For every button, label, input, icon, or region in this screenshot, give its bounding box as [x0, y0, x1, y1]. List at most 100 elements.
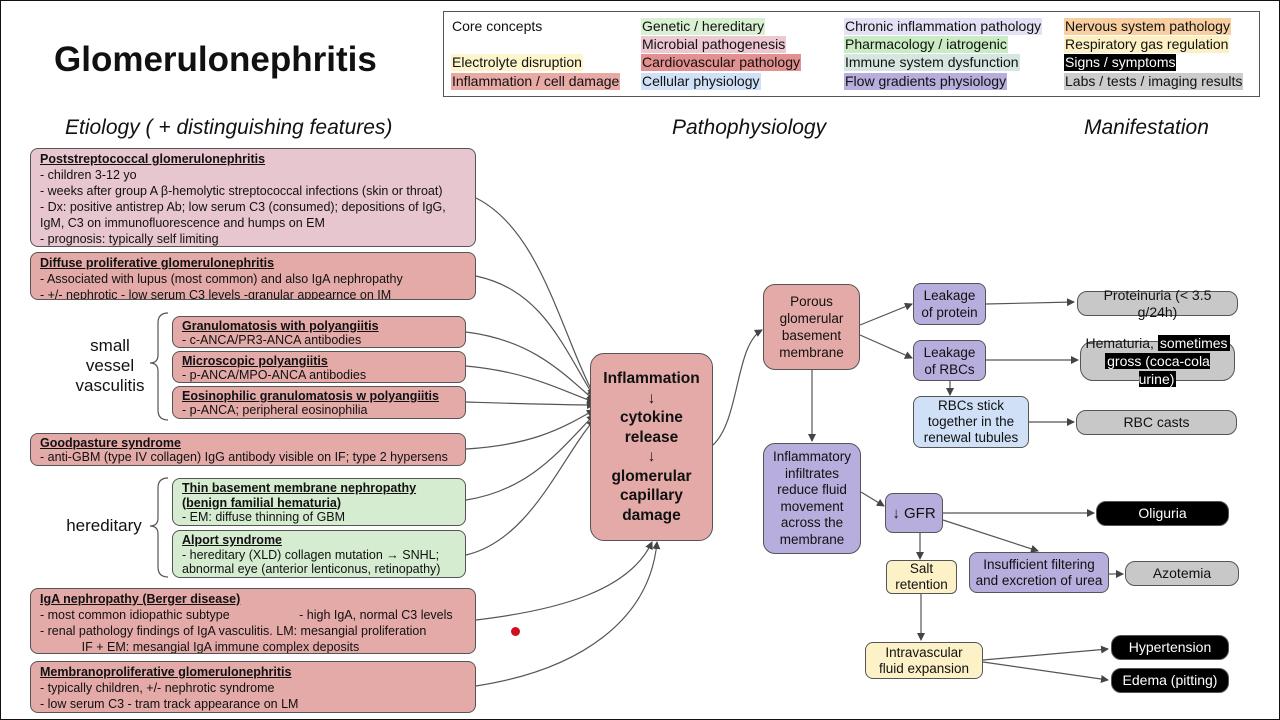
etiology-goodpasture: Goodpasture syndrome - anti-GBM (type IV…	[30, 433, 466, 466]
node-label: Porous glomerular basement membrane	[779, 294, 844, 360]
legend: Core concepts Genetic / hereditary Chron…	[443, 11, 1260, 97]
node-central-inflammation: Inflammation ↓ cytokine release ↓ glomer…	[590, 353, 713, 541]
symptom-label: Edema (pitting)	[1122, 672, 1218, 688]
etiology-name-alt: (benign familial hematuria)	[182, 495, 342, 510]
result-rbc-casts: RBC casts	[1076, 410, 1237, 435]
etiology-line: - prognosis: typically self limiting	[40, 232, 219, 246]
node-insufficient-filtering: Insufficient filtering and excretion of …	[969, 552, 1109, 593]
result-label: Proteinuria (< 3.5 g/24h)	[1103, 286, 1212, 320]
node-label: Leakage of protein	[921, 288, 978, 320]
etiology-line: - typically children, +/- nephrotic synd…	[40, 681, 275, 695]
node-porous-gbm: Porous glomerular basement membrane	[763, 284, 860, 370]
legend-item: Immune system dysfunction	[844, 54, 1020, 71]
node-inflammatory-infiltrates: Inflammatory infiltrates reduce fluid mo…	[763, 443, 861, 554]
node-leakage-protein: Leakage of protein	[913, 283, 986, 325]
page-title: Glomerulonephritis	[54, 40, 377, 79]
etiology-line: - low serum C3 - tram track appearance o…	[40, 697, 299, 711]
header-etiology: Etiology ( + distinguishing features)	[65, 116, 393, 139]
etiology-line: - most common idiopathic subtype - high …	[40, 608, 453, 622]
header-pathophysiology: Pathophysiology	[672, 116, 827, 139]
etiology-line: IgM, C3 on immunofluorescence and humps …	[40, 216, 325, 230]
result-label: RBC casts	[1123, 414, 1190, 430]
group-label-small-vessel: small vessel vasculitis	[75, 336, 145, 395]
legend-item: Cardiovascular pathology	[641, 54, 801, 71]
etiology-line: - children 3-12 yo	[40, 168, 137, 182]
result-proteinuria: Proteinuria (< 3.5 g/24h)	[1077, 287, 1238, 320]
group-label-hereditary: hereditary	[66, 516, 142, 535]
result-azotemia: Azotemia	[1125, 561, 1239, 586]
etiology-name: Goodpasture syndrome	[40, 436, 181, 450]
node-leakage-rbc: Leakage of RBCs	[913, 340, 986, 381]
etiology-name: Eosinophilic granulomatosis w polyangiit…	[182, 389, 439, 403]
etiology-line: - EM: diffuse thinning of GBM	[182, 510, 346, 524]
legend-item: Chronic inflammation pathology	[844, 18, 1043, 35]
symptom-label: Oliguria	[1138, 505, 1187, 521]
etiology-dpgn: Diffuse proliferative glomerulonephritis…	[30, 252, 476, 300]
legend-item: Cellular physiology	[641, 73, 761, 90]
symptom-oliguria: Oliguria	[1096, 501, 1229, 526]
node-intravascular-expansion: Intravascular fluid expansion	[865, 642, 983, 679]
legend-item: Nervous system pathology	[1064, 18, 1231, 35]
etiology-mpgn: Membranoproliferative glomerulonephritis…	[30, 661, 476, 713]
etiology-line: - Associated with lupus (most common) an…	[40, 272, 403, 286]
etiology-name: IgA nephropathy (Berger disease)	[40, 592, 241, 606]
etiology-name: Microscopic polyangiitis	[182, 354, 328, 368]
etiology-line: - anti-GBM (type IV collagen) IgG antibo…	[40, 450, 448, 464]
legend-item: Electrolyte disruption	[451, 54, 583, 71]
etiology-line: abnormal eye (anterior lenticonus, retin…	[182, 562, 441, 576]
legend-item: Core concepts	[452, 18, 543, 34]
node-label: ↓ GFR	[892, 504, 936, 522]
etiology-line: - renal pathology findings of IgA vascul…	[40, 624, 427, 638]
etiology-name: Membranoproliferative glomerulonephritis	[40, 665, 292, 679]
legend-item: Genetic / hereditary	[641, 18, 766, 35]
etiology-alport: Alport syndrome - hereditary (XLD) colla…	[172, 530, 466, 578]
result-label: Hematuria,	[1085, 335, 1154, 351]
etiology-iga: IgA nephropathy (Berger disease) - most …	[30, 588, 476, 654]
node-label: Intravascular fluid expansion	[878, 644, 970, 676]
legend-item: Labs / tests / imaging results	[1064, 73, 1244, 90]
node-label: Inflammation ↓ cytokine release ↓ glomer…	[603, 370, 700, 524]
result-label: Azotemia	[1152, 565, 1212, 581]
etiology-name: Poststreptococcal glomerulonephritis	[40, 152, 266, 166]
etiology-line: - hereditary (XLD) collagen mutation → S…	[182, 547, 440, 562]
legend-item: Inflammation / cell damage	[451, 73, 621, 90]
node-label: Inflammatory infiltrates reduce fluid mo…	[772, 449, 852, 547]
etiology-name: Thin basement membrane nephropathy	[182, 481, 417, 495]
symptom-label: Hypertension	[1128, 639, 1212, 655]
legend-item: Respiratory gas regulation	[1064, 36, 1230, 53]
etiology-name: Diffuse proliferative glomerulonephritis	[40, 256, 275, 270]
etiology-line: - weeks after group A β-hemolytic strept…	[40, 184, 443, 198]
etiology-line: - Dx: positive antistrep Ab; low serum C…	[40, 200, 446, 214]
node-gfr: ↓ GFR	[885, 493, 943, 533]
node-label: Leakage of RBCs	[923, 344, 976, 377]
node-label: Salt retention	[895, 561, 948, 592]
node-rbcs-stick: RBCs stick together in the renewal tubul…	[913, 396, 1029, 448]
symptom-edema: Edema (pitting)	[1111, 668, 1229, 693]
etiology-egpa: Eosinophilic granulomatosis w polyangiit…	[172, 386, 466, 419]
symptom-hypertension: Hypertension	[1111, 635, 1229, 660]
pointer-dot	[511, 627, 520, 636]
etiology-line: - p-ANCA; peripheral eosinophilia	[182, 403, 368, 417]
etiology-mpa: Microscopic polyangiitis - p-ANCA/MPO-AN…	[172, 351, 466, 383]
node-salt-retention: Salt retention	[886, 560, 957, 594]
symptom-label: gross (coca-cola urine)	[1105, 353, 1210, 387]
etiology-line: - p-ANCA/MPO-ANCA antibodies	[182, 368, 367, 382]
node-label: RBCs stick together in the renewal tubul…	[923, 398, 1019, 445]
etiology-name: Alport syndrome	[182, 533, 283, 547]
legend-item: Microbial pathogenesis	[641, 36, 787, 53]
header-manifestation: Manifestation	[1084, 116, 1209, 139]
legend-item: Flow gradients physiology	[844, 73, 1008, 90]
legend-item: Pharmacology / iatrogenic	[844, 36, 1008, 53]
result-hematuria-text: Hematuria, sometimes gross (coca-cola ur…	[1085, 334, 1230, 388]
legend-item: Signs / symptoms	[1064, 54, 1177, 71]
etiology-line: - +/- nephrotic - low serum C3 levels -g…	[40, 288, 392, 300]
node-label: Insufficient filtering and excretion of …	[975, 556, 1103, 588]
etiology-gpa: Granulomatosis with polyangiitis - c-ANC…	[172, 316, 466, 348]
etiology-line: - c-ANCA/PR3-ANCA antibodies	[182, 333, 362, 347]
symptom-label: sometimes	[1157, 335, 1230, 351]
etiology-psgn: Poststreptococcal glomerulonephritis - c…	[30, 148, 476, 247]
etiology-thin-bm: Thin basement membrane nephropathy (beni…	[172, 478, 466, 526]
etiology-line: IF + EM: mesangial IgA immune complex de…	[40, 640, 360, 654]
result-hematuria: Hematuria, sometimes gross (coca-cola ur…	[1080, 335, 1235, 387]
